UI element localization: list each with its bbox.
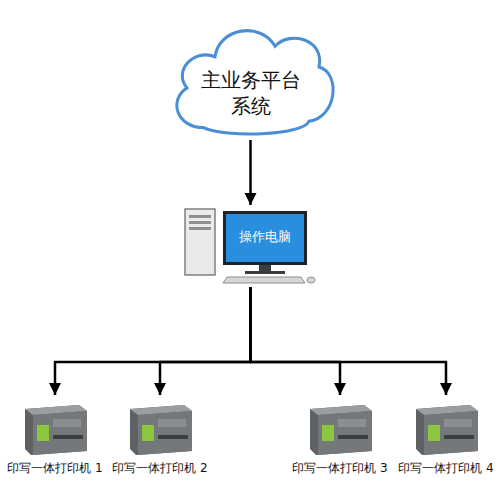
connector-arrow [160,287,251,395]
printer-label: 印写一体打印机 2 [104,461,216,476]
computer-icon [183,205,318,287]
connector-arrow [251,287,341,395]
computer-label: 操作电脑 [226,229,304,245]
printer-label: 印写一体打印机 1 [0,461,111,476]
connector-arrow [251,287,447,395]
printer-node: 印写一体打印机 2 [108,395,212,480]
printer-label: 印写一体打印机 3 [284,461,396,476]
printer-node: 印写一体打印机 4 [394,395,498,480]
printer-node: 印写一体打印机 3 [288,395,392,480]
cloud-node: 主业务平台 系统 [163,15,338,140]
connector-arrow [249,140,252,205]
platform-name: 主业务平台 系统 [195,67,306,119]
computer-node: 操作电脑 [183,205,318,287]
printer-label: 印写一体打印机 4 [390,461,500,476]
connector-arrow [55,287,251,395]
printer-node: 印写一体打印机 1 [3,395,107,480]
